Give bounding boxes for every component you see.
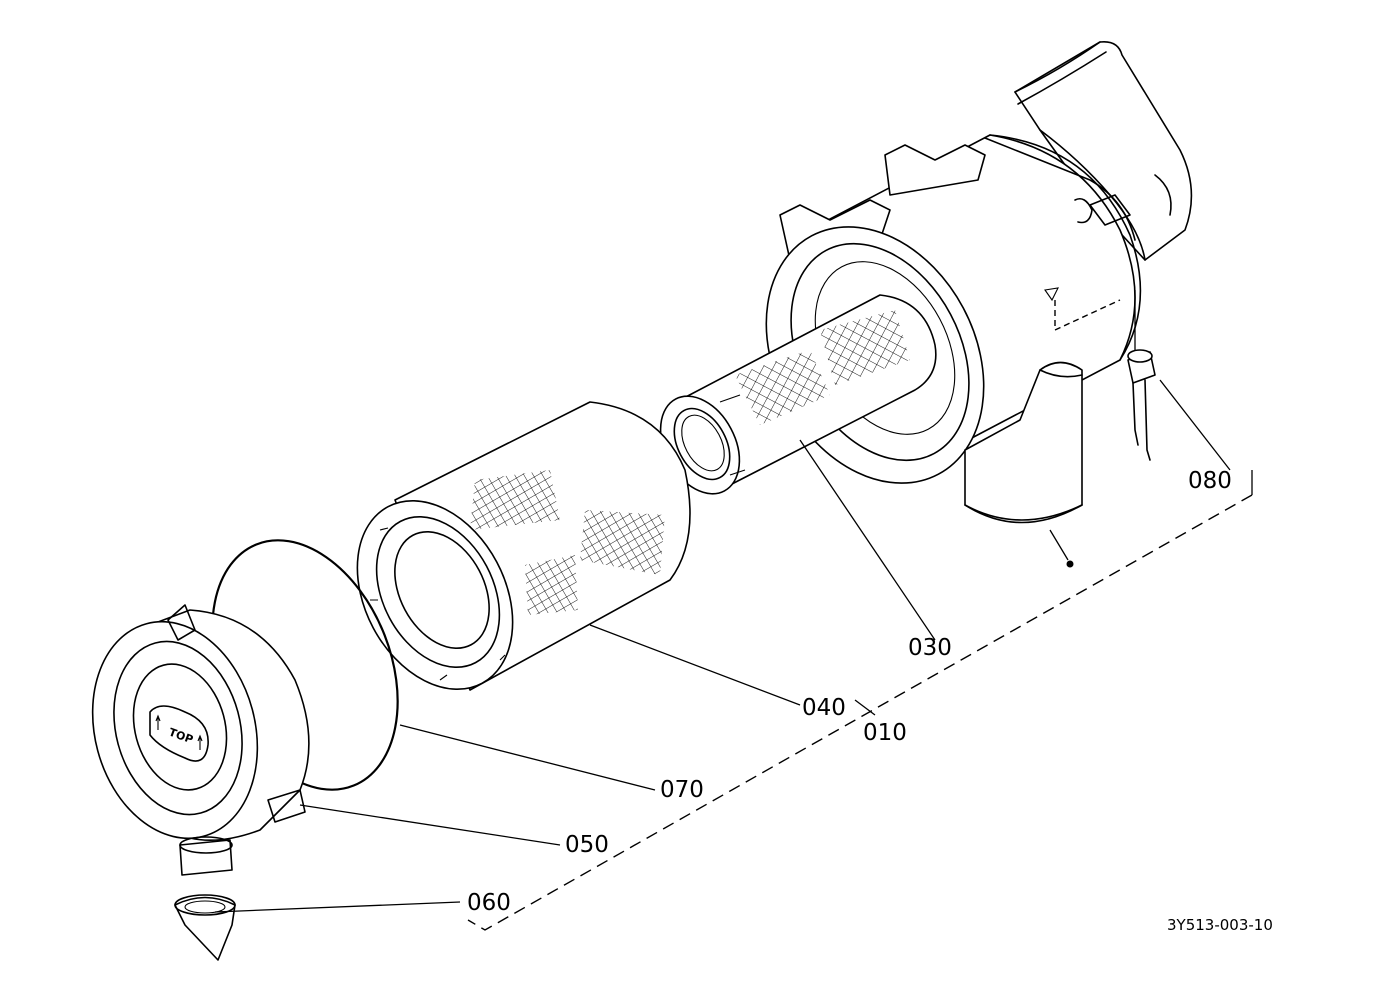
label-part-010: 010 — [863, 720, 907, 746]
cover-assembly: TOP — [91, 604, 310, 876]
service-indicator — [1127, 290, 1156, 461]
label-part-070: 070 — [660, 777, 704, 803]
label-part-060: 060 — [467, 890, 511, 916]
main-filter-element — [356, 401, 691, 691]
dust-valve — [174, 894, 236, 961]
label-part-080: 080 — [1188, 468, 1232, 494]
label-part-030: 030 — [908, 635, 952, 661]
leader-lines — [214, 379, 1231, 913]
label-part-040: 040 — [802, 695, 846, 721]
housing-body — [765, 40, 1193, 568]
reference-code: 3Y513-003-10 — [1167, 916, 1273, 934]
safety-element — [659, 294, 937, 495]
assembly-bracket-line — [467, 494, 1253, 931]
label-part-050: 050 — [565, 832, 609, 858]
